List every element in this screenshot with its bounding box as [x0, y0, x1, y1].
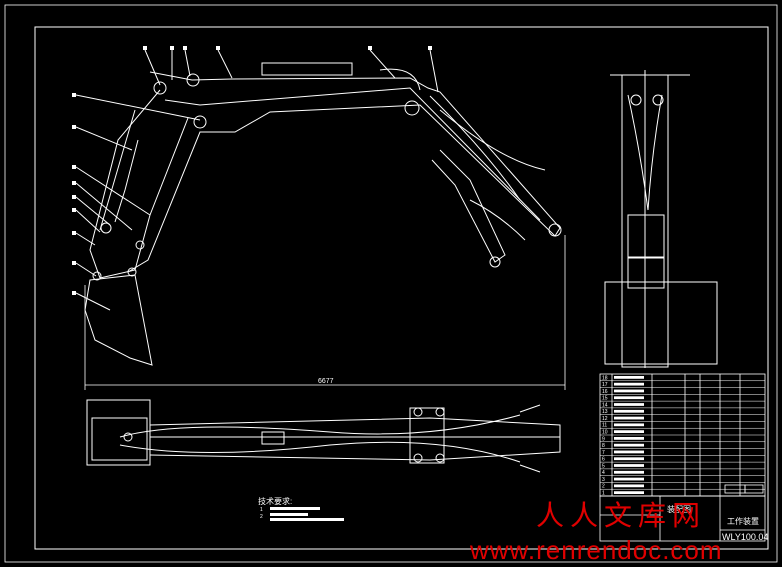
- bom-row-code: [614, 457, 644, 461]
- overall-dimension: [84, 235, 566, 390]
- plan-view: [86, 399, 561, 473]
- dimension-label: 6677: [318, 378, 334, 385]
- bom-row-number: 17: [602, 382, 608, 388]
- part-name: 工作装置: [727, 516, 759, 526]
- bom-row-code: [614, 450, 644, 454]
- bom-row-number: 3: [602, 477, 605, 483]
- bom-row-code: [614, 396, 644, 400]
- notes-number-2: 2: [260, 514, 263, 520]
- bom-row-code: [614, 443, 644, 447]
- end-view: [604, 70, 718, 368]
- bom-row-code: [614, 382, 644, 386]
- bom-row-code: [614, 477, 644, 481]
- note-line-3: [270, 518, 344, 521]
- bom-row-number: 10: [602, 430, 608, 436]
- boom-inner: [164, 87, 541, 221]
- bom-row-number: 4: [602, 470, 605, 476]
- arm-outline: [89, 89, 189, 279]
- watermark-brand: 人人文库网: [536, 499, 707, 532]
- side-view: [75, 49, 562, 366]
- boom-cylinder: [431, 149, 506, 263]
- bom-row-number: 11: [602, 423, 607, 429]
- bom-row-code: [614, 491, 644, 494]
- upper-cylinder: [261, 62, 353, 76]
- bom-row-code: [614, 470, 644, 474]
- plan-view-bucket: [86, 399, 151, 466]
- boom-outline: [127, 71, 561, 273]
- bucket: [84, 274, 153, 366]
- bom-row-number: 2: [602, 484, 605, 490]
- bom-row-number: 14: [602, 402, 608, 408]
- bom-row-number: 9: [602, 436, 605, 442]
- note-line-2: [270, 513, 308, 516]
- bom-row-code: [614, 464, 644, 467]
- inner-frame: [34, 26, 769, 550]
- bom-row-code: [614, 409, 644, 413]
- watermark-url: www.renrendoc.com: [470, 535, 723, 565]
- title-block: [599, 484, 766, 542]
- bom-row-code: [614, 416, 644, 420]
- bom-row-number: 12: [602, 416, 608, 422]
- bom-row-number: 15: [602, 396, 608, 402]
- item-markers: [72, 46, 432, 295]
- drawing-code: WLY100.04: [722, 532, 768, 542]
- bom-row-number: 16: [602, 389, 608, 395]
- notes-title: 技术要求:: [258, 496, 292, 506]
- bom-row-number: 7: [602, 450, 605, 456]
- bom-row-number: 13: [602, 409, 608, 415]
- bom-row-code: [614, 423, 644, 427]
- bom-row-code: [614, 437, 644, 440]
- bom-row-number: 8: [602, 443, 605, 449]
- bom-row-code: [614, 430, 644, 433]
- bom-row-code: [614, 389, 644, 393]
- outer-frame: [4, 4, 778, 563]
- bom-row-code: [614, 403, 644, 406]
- bom-row-code: [614, 484, 644, 488]
- bom-row-number: 6: [602, 457, 605, 463]
- bom-row-number: 1: [602, 491, 605, 497]
- view-name: 装配图: [667, 504, 691, 514]
- bom-row-code: [614, 376, 644, 379]
- note-line-1: [270, 507, 320, 510]
- notes-number-1: 1: [260, 507, 263, 513]
- bom-row-number: 18: [602, 375, 608, 381]
- bom-row-number: 5: [602, 463, 605, 469]
